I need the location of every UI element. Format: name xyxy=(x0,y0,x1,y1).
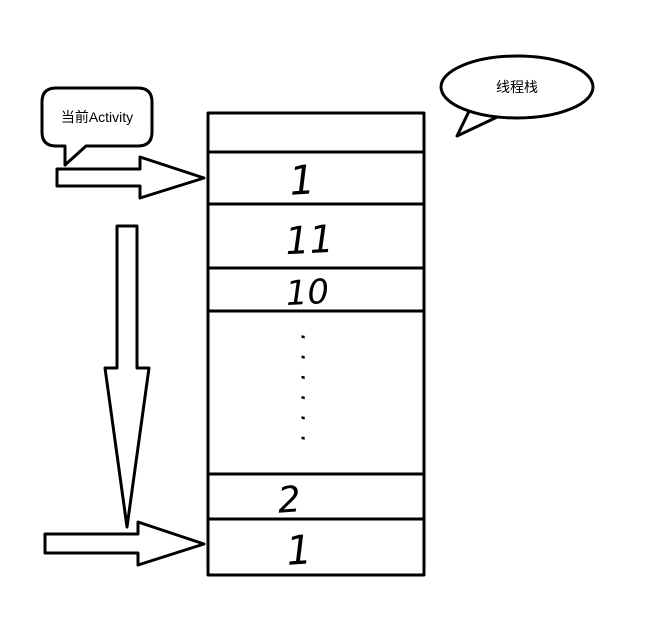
stack-cell-value-bottom: 1 xyxy=(285,527,314,575)
stack: 1 11 10 ······ 2 1 xyxy=(206,111,426,577)
current-activity-label: 当前Activity xyxy=(61,109,133,125)
stack-outline xyxy=(206,111,426,577)
arrow-down xyxy=(103,224,151,529)
stack-cell-value-11: 11 xyxy=(284,217,335,263)
arrow-top-pointer xyxy=(55,155,206,200)
stack-cell-value-top: 1 xyxy=(288,157,317,205)
stack-cell-ellipsis: ······ xyxy=(287,332,317,454)
thread-stack-label: 线程栈 xyxy=(496,79,538,95)
arrow-bottom-pointer xyxy=(43,520,206,567)
current-activity-bubble xyxy=(40,86,154,167)
current-activity-callout: 当前Activity xyxy=(40,86,154,167)
thread-stack-callout: 线程栈 xyxy=(439,54,595,138)
stack-cell-value-10: 10 xyxy=(285,272,330,314)
thread-stack-bubble xyxy=(439,54,595,120)
stack-cell-value-2: 2 xyxy=(276,479,302,521)
